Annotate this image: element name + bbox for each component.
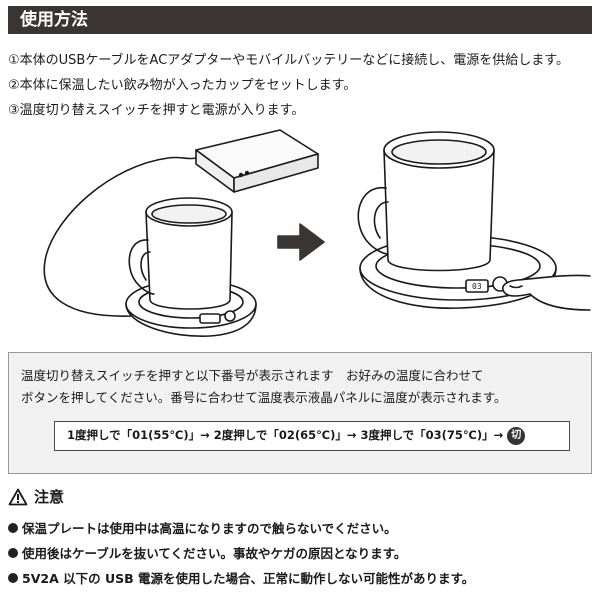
info-text: 温度切り替えスイッチを押すと以下番号が表示されます お好みの温度に合わせて ボタ…	[21, 365, 581, 409]
off-badge-icon: 切	[507, 426, 526, 445]
temperature-display	[465, 279, 489, 293]
steps-list: ①本体のUSBケーブルをACアダプターやモバイルバッテリーなどに接続し、電源を供…	[8, 50, 592, 125]
usb-cable	[43, 156, 197, 317]
step-3: ③温度切り替えスイッチを押すと電源が入ります。	[8, 103, 305, 118]
right-arrow-icon	[277, 223, 325, 261]
caution-item-text: 5V2A 以下の USB 電源を使用した場合、正常に動作しない可能性があります。	[22, 571, 475, 586]
info-line-2: ボタンを押してください。番号に合わせて温度表示液晶パネルに温度が表示されます。	[21, 390, 507, 405]
bullet-icon	[8, 548, 18, 558]
caution-title: 注意	[34, 488, 65, 506]
display-reading: 03	[472, 282, 482, 291]
info-line-1: 温度切り替えスイッチを押すと以下番号が表示されます お好みの温度に合わせて	[21, 368, 484, 383]
bullet-icon	[8, 573, 18, 583]
caution-item-text: 保温プレートは使用中は高温になりますので触らないでください。	[22, 521, 397, 536]
info-panel: 温度切り替えスイッチを押すと以下番号が表示されます お好みの温度に合わせて ボタ…	[8, 352, 592, 474]
finger-pressing-icon	[502, 274, 591, 311]
caution-item: 5V2A 以下の USB 電源を使用した場合、正常に動作しない可能性があります。	[8, 568, 592, 593]
step-1: ①本体のUSBケーブルをACアダプターやモバイルバッテリーなどに接続し、電源を供…	[8, 53, 570, 68]
usage-illustration: 03	[43, 129, 591, 337]
press-sequence-text: 1度押しで「01(55℃)」→ 2度押しで「02(65℃)」→ 3度押しで「03…	[67, 428, 504, 442]
step-2: ②本体に保温したい飲み物が入ったカップをセットします。	[8, 78, 357, 93]
mug-right	[357, 131, 495, 272]
bullet-icon	[8, 523, 18, 533]
warning-triangle-icon	[8, 488, 28, 506]
section-title: 使用方法	[20, 10, 88, 30]
caution-heading: 注意	[8, 486, 64, 507]
caution-item: 保温プレートは使用中は高温になりますので触らないでください。	[8, 518, 592, 543]
caution-item: 使用後はケーブルを抜いてください。事故やケガの原因となります。	[8, 543, 592, 568]
power-bank-icon	[195, 129, 319, 241]
press-sequence-box: 1度押しで「01(55℃)」→ 2度押しで「02(65℃)」→ 3度押しで「03…	[54, 421, 570, 451]
caution-item-text: 使用後はケーブルを抜いてください。事故やケガの原因となります。	[22, 546, 407, 561]
section-header: 使用方法	[8, 6, 592, 34]
mug-left	[128, 197, 233, 310]
caution-list: 保温プレートは使用中は高温になりますので触らないでください。 使用後はケーブルを…	[8, 518, 592, 593]
